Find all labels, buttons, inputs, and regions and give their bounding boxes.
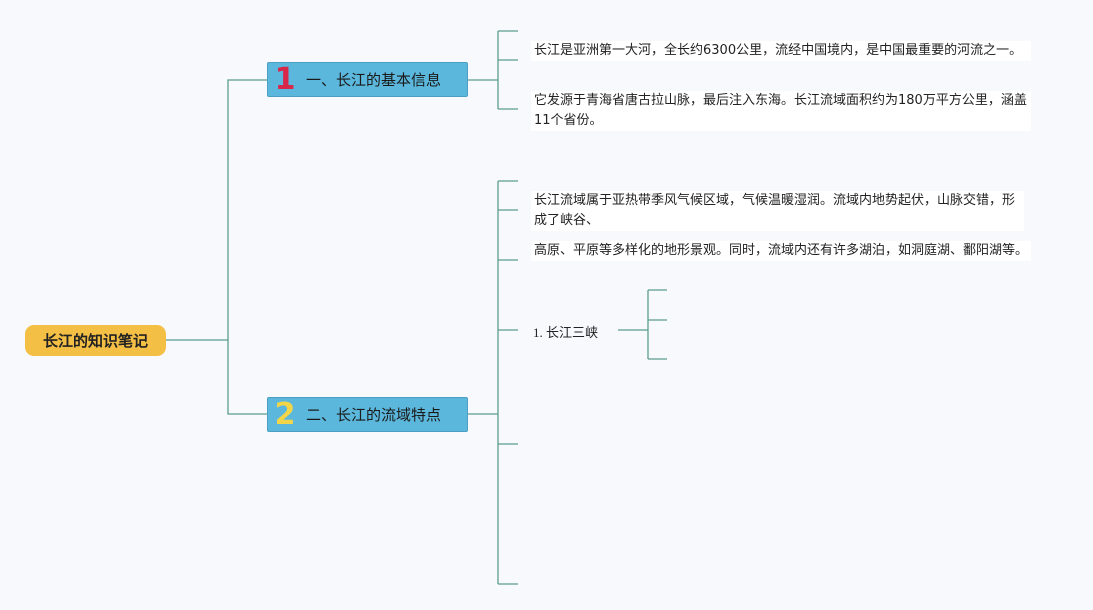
connector-root	[166, 79, 267, 341]
note-source[interactable]: 它发源于青海省唐古拉山脉，最后注入东海。长江流域面积约为180万平方公里，涵盖1…	[531, 91, 1031, 131]
root-node[interactable]: 长江的知识笔记	[25, 325, 166, 356]
connector-subtopic	[618, 289, 667, 360]
root-label: 长江的知识笔记	[42, 332, 148, 350]
topic-label-1: 一、长江的基本信息	[306, 71, 442, 89]
topic-basic-info[interactable]: 1 一、长江的基本信息	[267, 62, 468, 97]
topic-basin-features[interactable]: 2 二、长江的流域特点	[267, 397, 468, 432]
connector-topic1	[468, 30, 518, 110]
topic-label-2: 二、长江的流域特点	[306, 406, 442, 424]
topic-number-1: 1	[274, 62, 296, 97]
connector-topic2	[468, 180, 518, 585]
note-landscape[interactable]: 高原、平原等多样化的地形景观。同时，流域内还有许多湖泊，如洞庭湖、鄱阳湖等。	[531, 241, 1031, 261]
note-length[interactable]: 长江是亚洲第一大河，全长约6300公里，流经中国境内，是中国最重要的河流之一。	[531, 41, 1031, 61]
note-climate[interactable]: 长江流域属于亚热带季风气候区域，气候温暖湿润。流域内地势起伏，山脉交错，形成了峡…	[531, 191, 1024, 231]
connector-root-2	[227, 340, 267, 415]
subtopic-three-gorges[interactable]: 1. 长江三峡	[533, 325, 599, 340]
topic-number-2: 2	[274, 397, 296, 432]
